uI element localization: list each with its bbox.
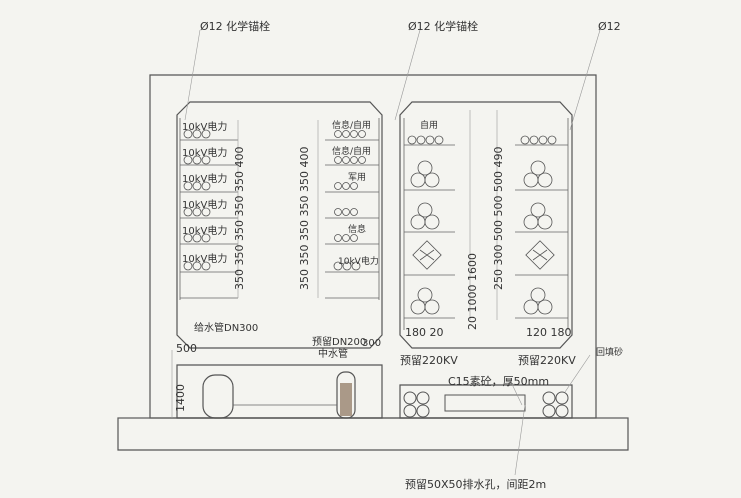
dim-right-vertical-2: 20 1000 1600 — [466, 253, 479, 330]
left-tray-label: 10kV电力 — [182, 172, 227, 185]
right-cabin-top-label: 自用 — [420, 119, 438, 131]
base-slab — [117, 417, 629, 451]
c15-concrete-label: C15素砼，厚50mm — [448, 375, 549, 388]
reserve-220kv-right-conduits — [542, 391, 569, 418]
c15-concrete-pad — [444, 394, 526, 412]
left-tray-label: 10kV电力 — [182, 146, 227, 159]
dim-right-vertical-1: 250 300 500 500 500 490 — [492, 147, 505, 290]
dim-mid-vertical: 350 350 350 350 350 400 — [298, 147, 311, 290]
drain-hole-label: 预留50X50排水孔，间距2m — [405, 477, 546, 491]
dim-bottom-left-1: 500 — [176, 342, 197, 355]
left-tray-label: 10kV电力 — [182, 252, 227, 265]
left-tray-label: 10kV电力 — [182, 120, 227, 133]
right-cabin — [399, 101, 573, 349]
dim-bottom-left-2: 1400 — [174, 384, 187, 412]
dimension-lines — [171, 110, 498, 418]
right-lower-bay — [399, 384, 573, 419]
dim-right-bottom-1: 180 20 — [405, 326, 444, 339]
rebar-label-left: Ø12 化学锚栓 — [200, 19, 270, 33]
rebar-label-right: Ø12 — [598, 20, 621, 33]
reserve-220kv-right-label: 预留220KV — [518, 354, 576, 367]
left-tray-labels: 10kV电力 10kV电力 10kV电力 10kV电力 10kV电力 10kV电… — [182, 120, 227, 265]
right-cabin-trays — [403, 118, 569, 330]
reclaimed-water-label-2: 中水管 — [318, 347, 348, 360]
mid-tray-group — [325, 130, 379, 299]
mid-tray-label: 信息/自用 — [332, 145, 371, 157]
mid-tray-label: 10kV电力 — [338, 255, 379, 267]
reserve-220kv-left-conduits — [403, 391, 430, 418]
reserve-220kv-left-label: 预留220KV — [400, 354, 458, 367]
mid-tray-label: 信息 — [348, 223, 366, 235]
dim-bottom-mid: 300 — [362, 338, 381, 349]
dim-left-vertical: 350 350 350 350 350 400 — [233, 147, 246, 290]
rebar-label-mid: Ø12 化学锚栓 — [408, 19, 478, 33]
left-tray-label: 10kV电力 — [182, 224, 227, 237]
left-lower-bay — [176, 364, 383, 419]
reclaimed-water-label: 预留DN200 — [312, 335, 366, 348]
water-pipe-dn300 — [202, 374, 234, 419]
backfill-sand-label: 回填砂 — [596, 346, 623, 358]
left-tray-label: 10kV电力 — [182, 198, 227, 211]
dim-right-bottom-2: 120 180 — [526, 326, 572, 339]
water-supply-label: 给水管DN300 — [194, 321, 258, 334]
mid-tray-labels: 信息/自用 信息/自用 军用 信息 10kV电力 — [332, 119, 379, 267]
mid-tray-label: 信息/自用 — [332, 119, 371, 131]
left-tray-group — [180, 129, 238, 299]
reclaimed-pipe-dn200 — [336, 371, 356, 419]
leader-lines — [184, 29, 601, 476]
mid-tray-label: 军用 — [348, 172, 366, 183]
left-cabin — [176, 101, 383, 349]
